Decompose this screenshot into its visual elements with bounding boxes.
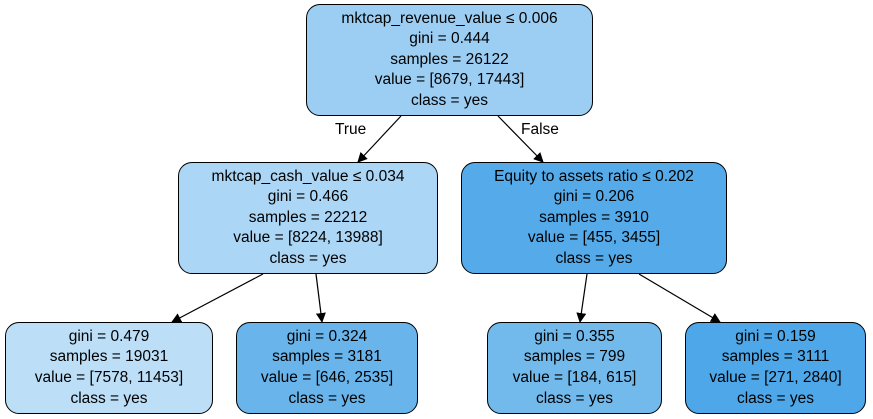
node-class: class = yes xyxy=(288,389,366,407)
node-gini: gini = 0.479 xyxy=(68,327,150,345)
node-samples: samples = 3910 xyxy=(539,208,649,226)
node-gini: gini = 0.355 xyxy=(534,327,615,345)
node-samples: samples = 799 xyxy=(523,348,626,366)
node-condition: Equity to assets ratio ≤ 0.202 xyxy=(494,167,694,185)
node-class: class = yes xyxy=(736,389,815,407)
node-class: class = yes xyxy=(535,389,614,407)
node-value: value = [8679, 17443] xyxy=(374,71,525,89)
edge-right-leaf-3 xyxy=(638,273,721,323)
node-gini: gini = 0.206 xyxy=(553,188,635,206)
node-samples: samples = 26122 xyxy=(390,50,509,68)
leaf-node-3: gini = 0.159 samples = 3111 value = [271… xyxy=(685,322,866,414)
edge-label-true: True xyxy=(335,121,367,138)
edge-label-false: False xyxy=(521,121,559,138)
node-value: value = [455, 3455] xyxy=(527,229,661,247)
node-class: class = yes xyxy=(410,91,489,109)
edge-right-leaf-2 xyxy=(576,273,588,323)
node-samples: samples = 19031 xyxy=(49,348,169,366)
node-gini: gini = 0.466 xyxy=(267,188,349,206)
leaf-node-1: gini = 0.324 samples = 3181 value = [646… xyxy=(236,322,418,414)
node-class: class = yes xyxy=(555,249,633,267)
leaf-node-0: gini = 0.479 samples = 19031 value = [75… xyxy=(5,322,213,414)
node-gini: gini = 0.324 xyxy=(286,327,368,345)
node-condition: mktcap_cash_value ≤ 0.034 xyxy=(211,167,405,185)
node-value: value = [184, 615] xyxy=(512,369,637,386)
right-split-node: Equity to assets ratio ≤ 0.202 gini = 0.… xyxy=(461,162,727,274)
node-value: value = [271, 2840] xyxy=(709,369,842,386)
node-samples: samples = 22212 xyxy=(248,208,368,226)
node-samples: samples = 3181 xyxy=(272,348,382,366)
node-gini: gini = 0.444 xyxy=(409,30,490,48)
node-value: value = [646, 2535] xyxy=(260,369,394,386)
edge-root-left xyxy=(357,115,402,163)
root-node: mktcap_revenue_value ≤ 0.006 gini = 0.44… xyxy=(306,4,593,116)
left-split-node: mktcap_cash_value ≤ 0.034 gini = 0.466 s… xyxy=(178,162,438,274)
node-condition: mktcap_revenue_value ≤ 0.006 xyxy=(341,9,558,27)
node-value: value = [7578, 11453] xyxy=(34,369,184,386)
node-class: class = yes xyxy=(269,249,347,267)
node-value: value = [8224, 13988] xyxy=(233,229,383,247)
edge-left-leaf-0 xyxy=(171,273,264,323)
edge-root-right xyxy=(497,115,544,163)
node-class: class = yes xyxy=(70,389,148,407)
leaf-node-2: gini = 0.355 samples = 799 value = [184,… xyxy=(487,322,662,414)
edge-left-leaf-1 xyxy=(315,273,326,323)
node-samples: samples = 3111 xyxy=(721,348,830,366)
node-gini: gini = 0.159 xyxy=(735,327,816,345)
